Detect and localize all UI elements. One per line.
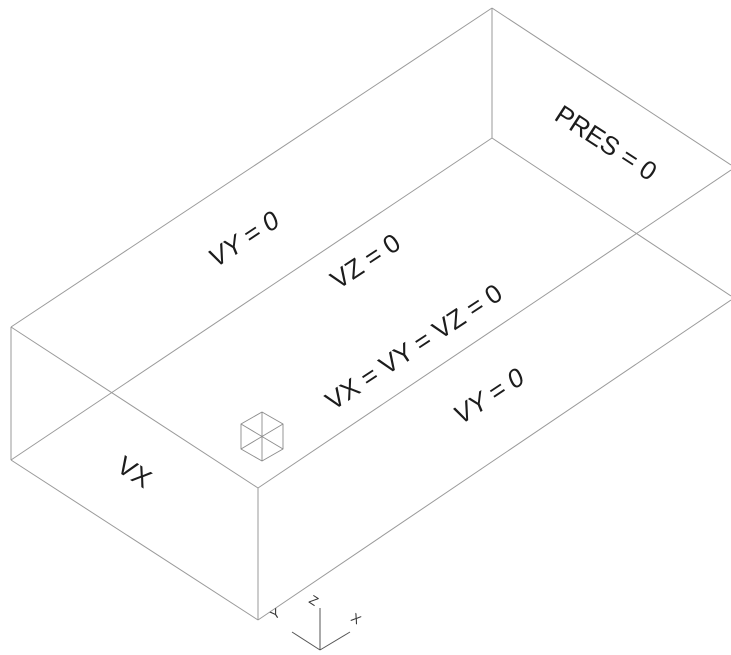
edge-top-right xyxy=(491,7,731,166)
edge-front-top xyxy=(257,169,731,489)
axis-y-label: Y xyxy=(267,605,283,622)
axis-z-label: Z xyxy=(306,592,321,609)
edge-left-bottom-front xyxy=(10,459,259,621)
domain-box-edges xyxy=(10,7,731,621)
axis-triad: Z X Y xyxy=(267,592,364,651)
edge-left-top xyxy=(10,7,493,328)
edge-left-front xyxy=(10,326,259,489)
axis-x-line xyxy=(319,631,351,651)
label-top-face: VY = 0 xyxy=(203,204,285,273)
edge-back-bottom-right xyxy=(491,137,731,297)
cube-edge-diag-b xyxy=(240,423,284,450)
edge-back-bottom-left xyxy=(10,137,493,461)
label-outlet-face: PRES = 0 xyxy=(550,99,663,187)
label-top-interior: VZ = 0 xyxy=(325,227,406,295)
label-inlet-face: VX xyxy=(112,450,157,494)
axis-y-line xyxy=(291,631,321,651)
label-front-face: VY = 0 xyxy=(448,361,530,430)
axis-x-label: X xyxy=(348,610,364,627)
edge-front-bottom xyxy=(257,299,731,621)
cube-obstacle-icon xyxy=(240,411,284,462)
